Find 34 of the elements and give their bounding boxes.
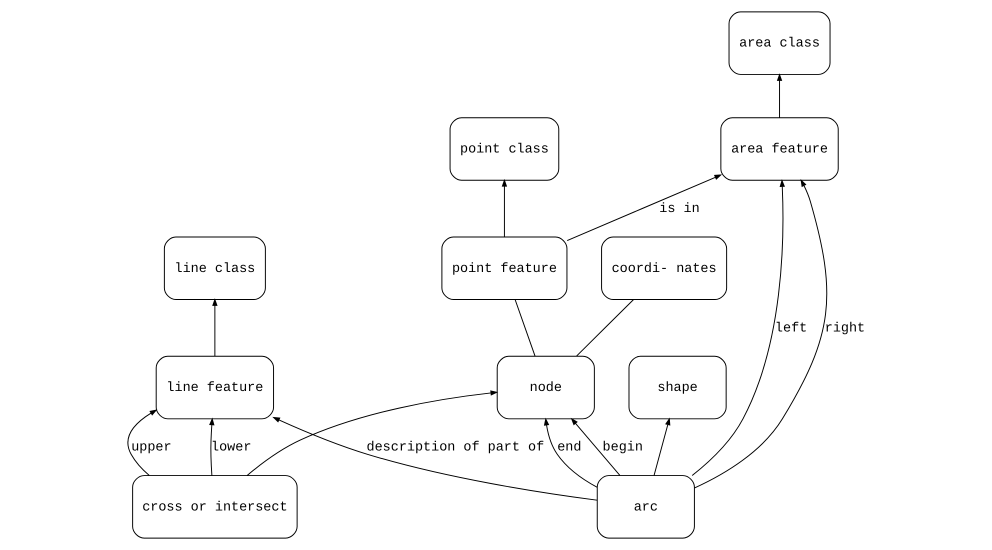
edge-label: is in [658,202,700,218]
node-box: arc [596,475,694,539]
node-box: area feature [720,117,838,181]
arrow [272,416,598,501]
edge-label: left [774,321,807,336]
edge-label: upper [130,440,172,456]
edge-label: lower [210,440,251,456]
node-box: shape [628,356,726,420]
edge-label: right [824,321,865,336]
node-box: coordi- nates [600,236,727,300]
arrow [570,418,620,476]
node-box: line class [163,236,266,300]
node-box: line feature [155,356,274,420]
node-box: node [496,356,594,420]
node-box: area class [728,11,830,75]
arrow [691,179,784,476]
arrow [246,390,498,476]
connector [514,299,535,357]
arrow [543,418,598,488]
edge-label: description of part of [366,440,544,456]
node-box: cross or intersect [132,475,298,539]
arrow [776,73,782,118]
arrow [566,174,722,241]
arrow [208,418,214,476]
connector [576,299,634,357]
node-box: point feature [440,236,567,300]
arrow [501,178,507,238]
node-box: point class [449,117,559,181]
edge-label: begin [602,440,642,456]
arrow [212,298,218,357]
arrow [653,417,670,476]
arrow [694,179,827,488]
arrow [126,409,157,476]
edge-label: end [556,440,581,456]
